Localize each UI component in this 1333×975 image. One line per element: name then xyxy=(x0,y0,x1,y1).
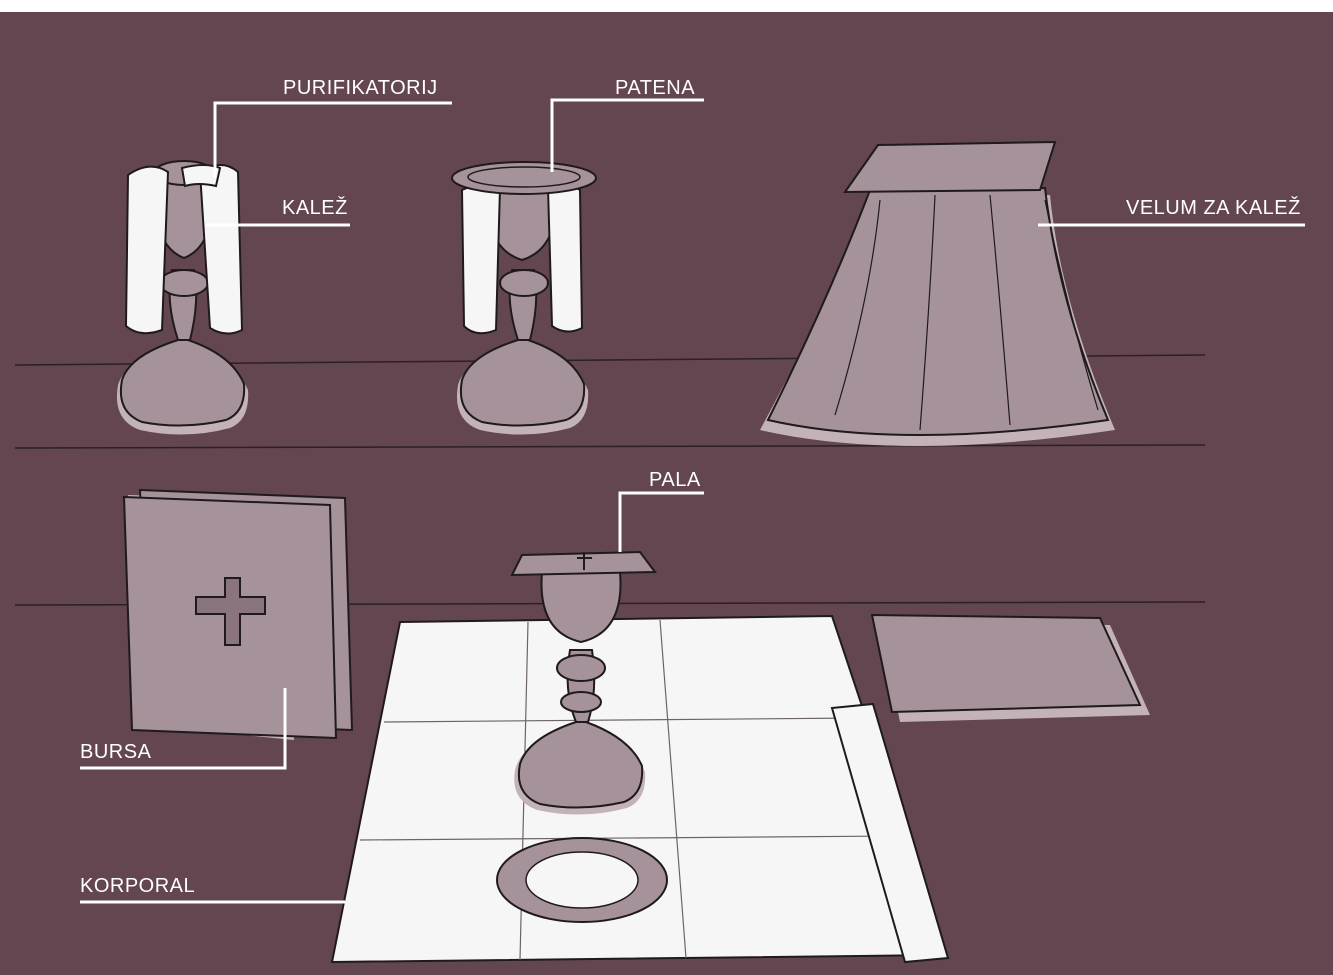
chalice3-lower-knob xyxy=(561,692,601,712)
host-ring-center xyxy=(526,852,638,908)
label-korporal: KORPORAL xyxy=(80,876,195,896)
chalice2-purificator-left xyxy=(462,184,500,333)
book xyxy=(872,615,1150,722)
chalice-with-purificator xyxy=(117,161,248,435)
veil-top xyxy=(845,142,1055,192)
burse xyxy=(124,490,352,740)
label-velum-za-kalez: VELUM ZA KALEŽ xyxy=(1126,198,1301,218)
chalice3-knob xyxy=(557,655,605,681)
label-kalez: KALEŽ xyxy=(282,198,348,218)
purificator-left-fold xyxy=(126,167,168,334)
chalice1-knob xyxy=(160,270,208,296)
label-pala: PALA xyxy=(649,470,701,490)
label-patena: PATENA xyxy=(615,78,695,98)
chalice2-knob xyxy=(500,270,548,296)
book-cover xyxy=(872,615,1140,712)
label-purifikatorij: PURIFIKATORIJ xyxy=(283,78,438,98)
chalice-with-paten xyxy=(452,162,596,435)
chalice2-purificator-right xyxy=(548,184,582,331)
label-bursa: BURSA xyxy=(80,742,151,762)
